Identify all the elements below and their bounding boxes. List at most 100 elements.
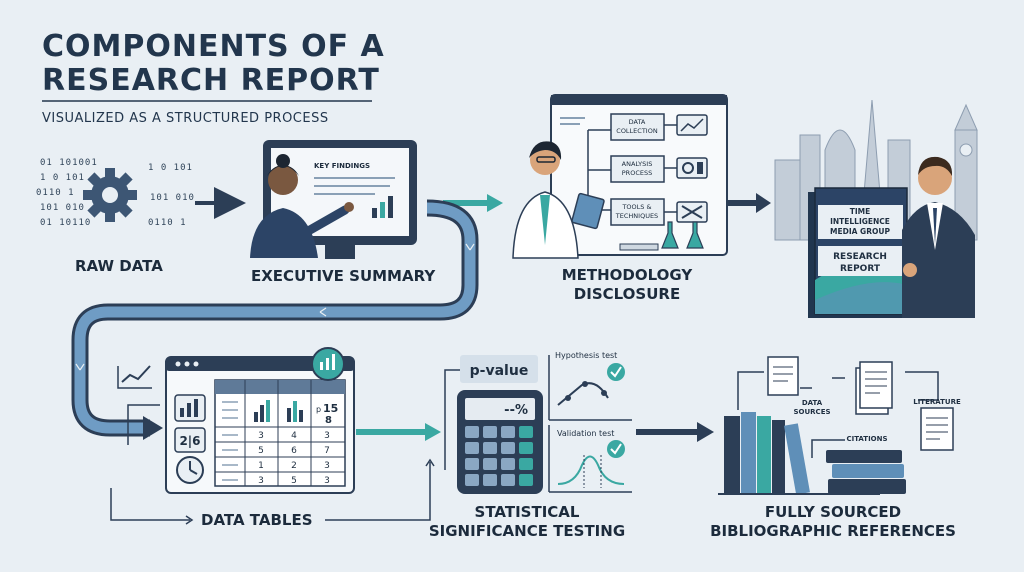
table-cell: 6 xyxy=(291,446,297,456)
monitor-stand xyxy=(325,245,355,259)
calculator-key xyxy=(519,474,533,486)
table-cell: 7 xyxy=(324,446,330,456)
book-publisher-panel xyxy=(818,205,903,239)
references-label-2: BIBLIOGRAPHIC REFERENCES xyxy=(710,522,956,540)
citations-text: CITATIONS xyxy=(846,435,887,443)
book-title-panel xyxy=(818,246,903,276)
table-cell: 1 xyxy=(258,461,264,471)
statistical-step: p-value --% Hypothesis test Validation t… xyxy=(429,351,632,540)
book-text-3: MEDIA GROUP xyxy=(830,227,890,236)
businessman-person xyxy=(902,156,975,318)
table-cell: 5 xyxy=(258,446,264,456)
analysis-process-box: ANALYSIS PROCESS xyxy=(610,155,665,183)
data-sources-text-1: DATA xyxy=(802,399,823,407)
statistical-label-1: STATISTICAL xyxy=(475,503,580,521)
methodology-label-2: DISCLOSURE xyxy=(574,285,680,303)
corner-value-2: 8 xyxy=(325,415,332,426)
book-stack-horizontal xyxy=(826,450,906,494)
subtitle: VISUALIZED AS A STRUCTURED PROCESS xyxy=(42,111,329,126)
settings-icon xyxy=(676,157,708,179)
calculator-key xyxy=(519,426,533,438)
connector-bottom xyxy=(110,488,190,521)
title-line-2: RESEARCH REPORT xyxy=(42,63,380,98)
tools-techniques-box: TOOLS & TECHNIQUES xyxy=(610,198,665,226)
tools-techniques-text-2: TECHNIQUES xyxy=(615,212,658,220)
calculator-key xyxy=(501,458,515,470)
document-icon-2 xyxy=(855,361,893,415)
flask-icon xyxy=(619,221,704,251)
table-cell: 3 xyxy=(258,431,264,441)
calculator-key xyxy=(519,458,533,470)
book-text-4: RESEARCH xyxy=(833,252,887,262)
data-collection-text-2: COLLECTION xyxy=(616,127,658,135)
statistical-label-2: SIGNIFICANCE TESTING xyxy=(429,522,625,540)
tools-techniques-text-1: TOOLS & xyxy=(621,203,651,211)
binary-text-right-3: 0110 1 xyxy=(148,218,187,228)
method-window-bar xyxy=(551,95,727,105)
table-cell: 4 xyxy=(291,431,297,441)
research-report-book: TIME INTELLIGENCE MEDIA GROUP RESEARCH R… xyxy=(808,187,908,318)
title-line-1: COMPONENTS OF A xyxy=(42,29,385,64)
table-cell: 2 xyxy=(291,461,297,471)
tools-icon xyxy=(676,201,708,223)
table-window-bar xyxy=(166,357,354,371)
bar-chart-icon xyxy=(372,196,393,218)
book-wave-2 xyxy=(815,282,907,314)
binary-text-1: 01 101001 xyxy=(40,158,98,168)
hypothesis-panel: Hypothesis test xyxy=(548,351,632,421)
mini-bars-1 xyxy=(254,400,270,422)
binary-text-right-1: 1 0 101 xyxy=(148,163,193,173)
table-cell: 3 xyxy=(324,461,330,471)
literature-text: LITERATURE xyxy=(913,398,961,406)
number-box-text: 2|6 xyxy=(179,434,200,448)
check-icon xyxy=(607,363,625,381)
table-cell: 3 xyxy=(258,476,264,486)
book-text-1: TIME xyxy=(850,207,871,216)
table-cell: 3 xyxy=(324,431,330,441)
binary-text-right-2: 101 010 xyxy=(150,193,195,203)
calculator-key xyxy=(519,442,533,454)
data-collection-text-1: DATA xyxy=(629,118,646,126)
calculator-key xyxy=(483,442,497,454)
book-text-2: INTELLIGENCE xyxy=(830,217,890,226)
presenter-person xyxy=(250,154,354,258)
arrow-tables-to-stats-head xyxy=(425,423,441,441)
binary-text-4: 101 010 xyxy=(40,203,85,213)
title-block: COMPONENTS OF A RESEARCH REPORT VISUALIZ… xyxy=(42,29,385,126)
sidebar-chart-icon xyxy=(174,394,206,422)
calculator-key xyxy=(465,458,479,470)
validation-panel: Validation test xyxy=(548,425,632,493)
number-box: 2|6 xyxy=(174,427,206,453)
scientist-person xyxy=(512,141,605,259)
hypothesis-text: Hypothesis test xyxy=(555,351,617,360)
calculator-key xyxy=(483,426,497,438)
methodology-step: DATA COLLECTION ANALYSIS PROCESS TOOLS &… xyxy=(512,94,728,303)
arrow-method-to-report-head xyxy=(756,193,771,213)
executive-summary-label: EXECUTIVE SUMMARY xyxy=(251,267,436,285)
executive-summary-step: KEY FINDINGS EXECUTIVE SUMMARY xyxy=(250,140,436,285)
references-step: DATA SOURCES LITERATURE CITATIONS FULLY … xyxy=(710,356,961,540)
connector-pvalue xyxy=(444,369,462,470)
arrow-stats-to-refs-head xyxy=(697,422,714,442)
analysis-process-text-2: PROCESS xyxy=(622,169,652,177)
methodology-label-1: METHODOLOGY xyxy=(562,266,694,284)
analytics-badge-icon xyxy=(311,347,345,381)
calculator-key xyxy=(501,474,515,486)
calculator-key xyxy=(465,474,479,486)
calculator-key xyxy=(465,442,479,454)
references-label-1: FULLY SOURCED xyxy=(765,503,901,521)
calculator-display: --% xyxy=(504,403,528,418)
corner-value: 15 xyxy=(323,402,338,415)
calculator-key xyxy=(465,426,479,438)
reference-connectors xyxy=(737,371,939,458)
table-cell: 5 xyxy=(291,476,297,486)
raw-data-label: RAW DATA xyxy=(75,257,163,275)
data-collection-box: DATA COLLECTION xyxy=(610,113,665,141)
key-findings-text: KEY FINDINGS xyxy=(314,162,370,170)
calculator-key xyxy=(483,474,497,486)
binary-text-2: 1 0 101 xyxy=(40,173,85,183)
